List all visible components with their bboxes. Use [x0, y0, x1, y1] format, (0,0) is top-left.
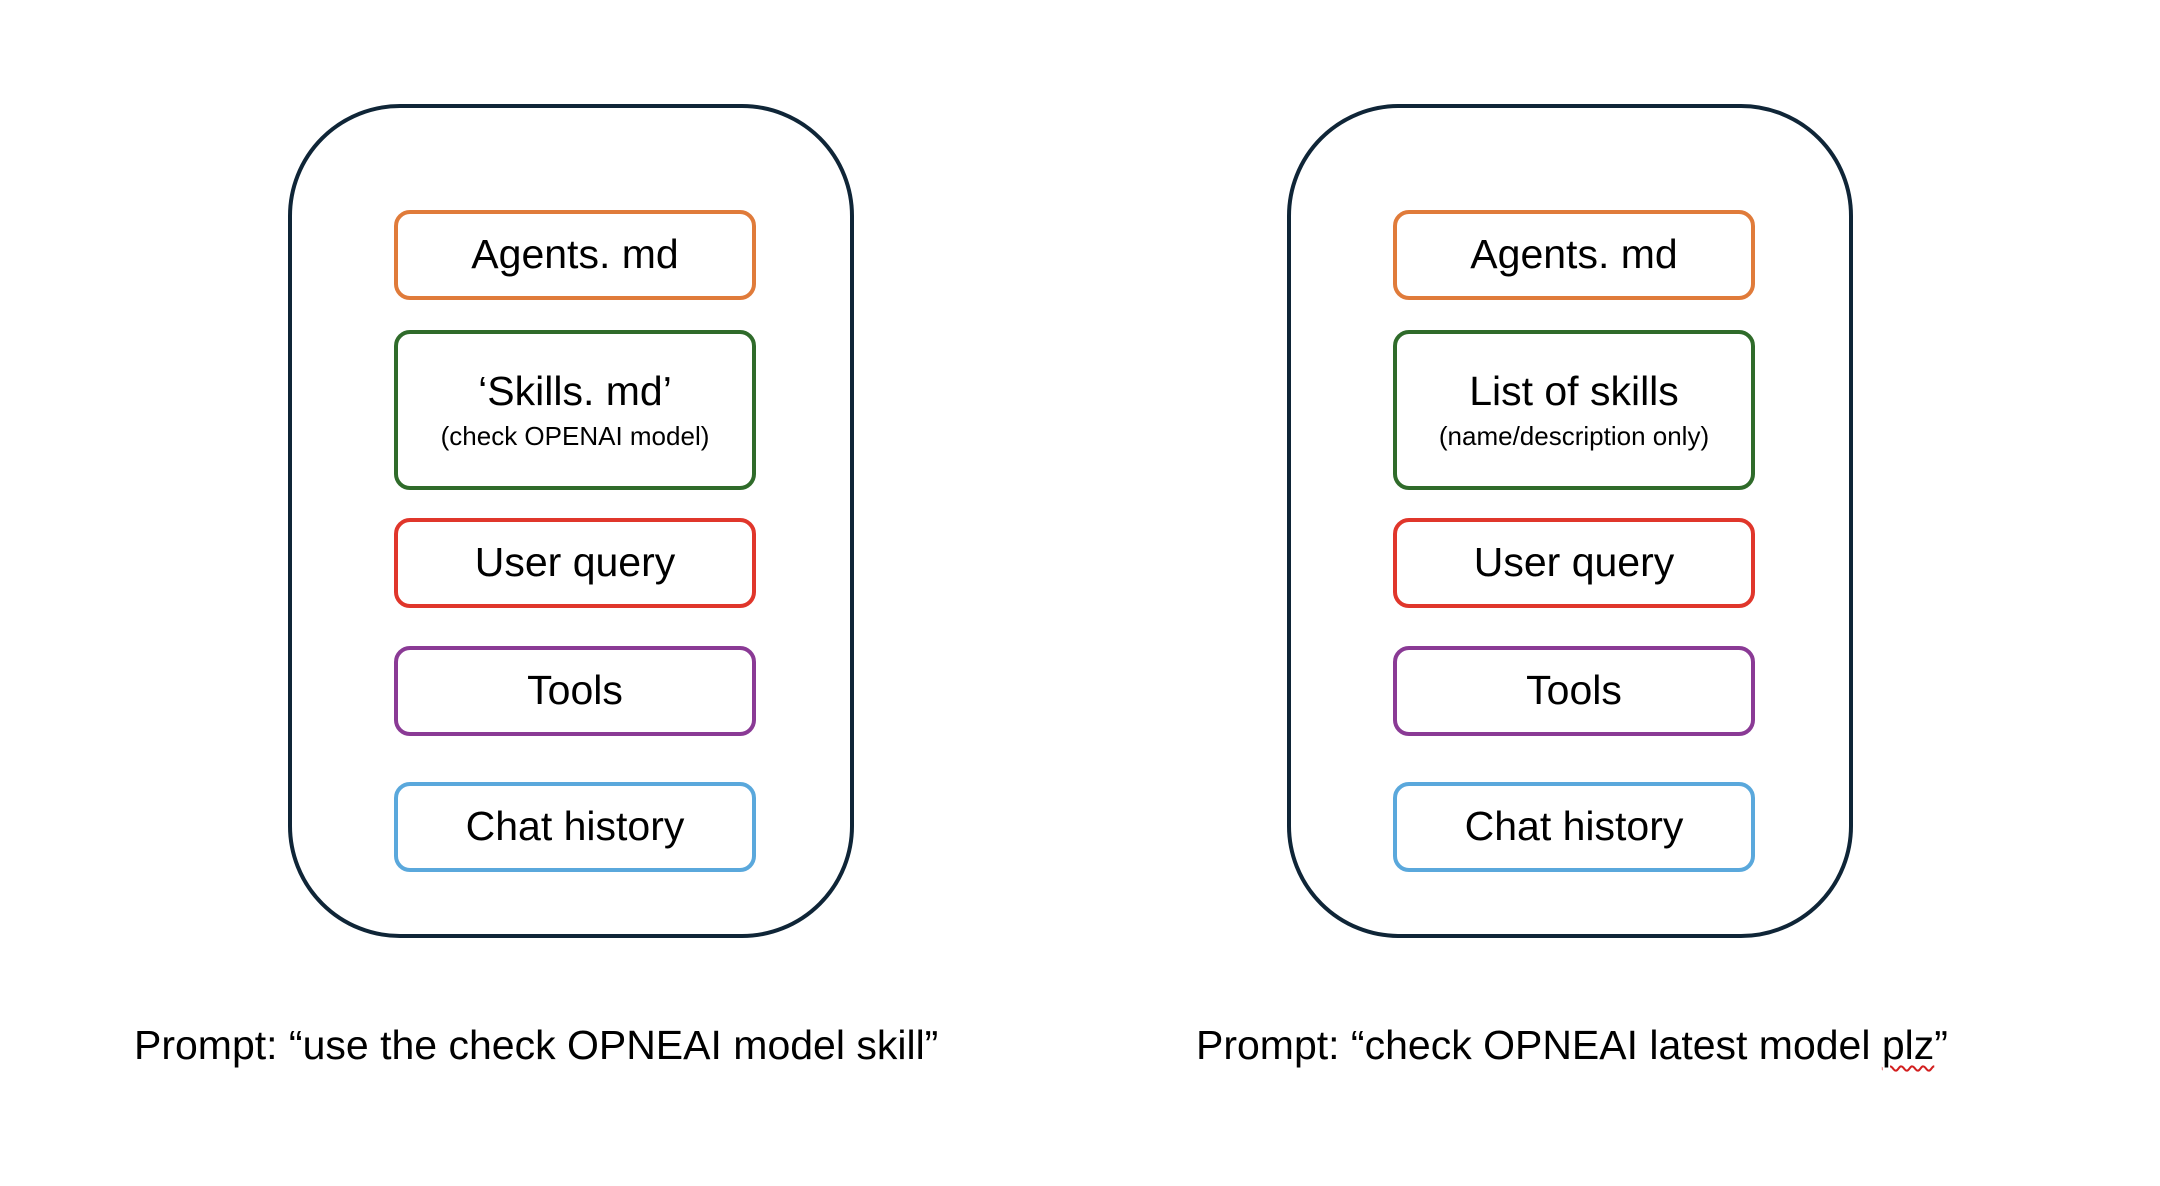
user-query-label: User query: [474, 539, 676, 586]
user-query-box: User query: [1393, 518, 1755, 608]
chat-history-box: Chat history: [394, 782, 756, 872]
user-query-label: User query: [1473, 539, 1675, 586]
skills-md-sublabel: (check OPENAI model): [440, 420, 710, 451]
context-container-left: Agents. md ‘Skills. md’ (check OPENAI mo…: [288, 104, 854, 938]
skills-md-label: ‘Skills. md’: [478, 367, 672, 414]
agents-md-box: Agents. md: [1393, 210, 1755, 300]
prompt-caption-left: Prompt: “use the check OPNEAI model skil…: [134, 1022, 939, 1068]
tools-box: Tools: [1393, 646, 1755, 736]
prompt-caption-right: Prompt: “check OPNEAI latest model plz”: [1196, 1022, 1948, 1069]
tools-label: Tools: [527, 667, 623, 714]
agents-md-label: Agents. md: [1470, 231, 1678, 278]
prompt-caption-right-close: ”: [1934, 1022, 1948, 1068]
chat-history-label: Chat history: [1464, 803, 1684, 850]
chat-history-label: Chat history: [465, 803, 685, 850]
context-container-right: Agents. md List of skills (name/descript…: [1287, 104, 1853, 938]
user-query-box: User query: [394, 518, 756, 608]
tools-label: Tools: [1526, 667, 1622, 714]
agents-md-box: Agents. md: [394, 210, 756, 300]
agents-md-label: Agents. md: [471, 231, 679, 278]
skills-md-box: ‘Skills. md’ (check OPENAI model): [394, 330, 756, 490]
chat-history-box: Chat history: [1393, 782, 1755, 872]
skills-list-box: List of skills (name/description only): [1393, 330, 1755, 490]
prompt-caption-right-text: Prompt: “check OPNEAI latest model: [1196, 1022, 1882, 1068]
skills-list-sublabel: (name/description only): [1438, 420, 1710, 451]
skills-list-label: List of skills: [1469, 367, 1679, 414]
spellcheck-flagged-word: plz: [1881, 1022, 1935, 1068]
tools-box: Tools: [394, 646, 756, 736]
